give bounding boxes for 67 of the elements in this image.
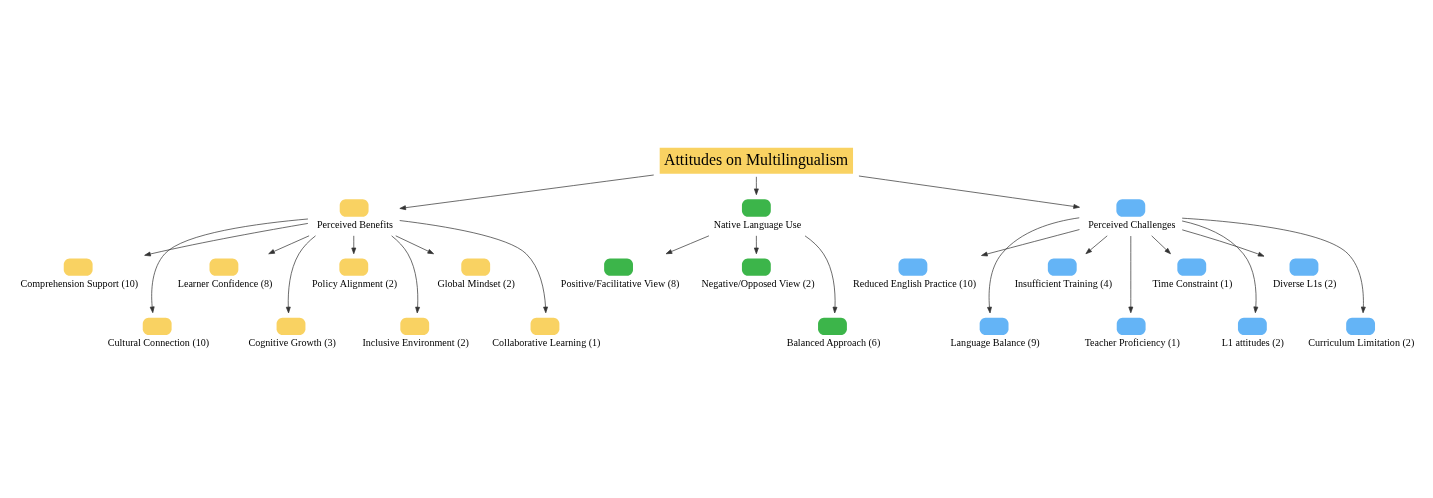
node-box — [1047, 258, 1077, 276]
node-box — [1289, 258, 1319, 276]
arrow — [804, 235, 838, 313]
arrow — [754, 175, 759, 195]
node-box — [604, 258, 633, 276]
arrow — [391, 235, 420, 313]
node-box — [461, 258, 491, 276]
node-label: Time Constraint (1) — [1152, 277, 1233, 289]
arrow — [1181, 220, 1259, 313]
arrow — [1128, 235, 1134, 313]
node-label: L1 attitudes (2) — [1221, 336, 1284, 348]
node-box — [209, 258, 239, 276]
node-label: Diverse L1s (2) — [1272, 277, 1337, 289]
arrow — [1085, 234, 1108, 254]
arrow — [754, 234, 759, 254]
node-label: Insufficient Training (4) — [1014, 277, 1113, 289]
node-label: Cultural Connection (10) — [107, 336, 210, 348]
node-label: Comprehension Support (10) — [20, 277, 139, 289]
arrow — [1151, 234, 1171, 254]
node-box — [339, 198, 369, 217]
node-label: Perceived Benefits — [316, 218, 393, 230]
arrow — [1181, 228, 1265, 257]
arrow — [285, 235, 316, 313]
arrow — [987, 216, 1080, 313]
node-box — [818, 317, 847, 335]
node-label: Teacher Proficiency (1) — [1084, 336, 1180, 348]
arrow — [399, 174, 655, 210]
node-box — [530, 317, 560, 335]
node-box — [339, 258, 369, 276]
arrow — [351, 234, 357, 254]
arrow — [268, 234, 310, 254]
node-box — [741, 258, 771, 276]
node-box — [142, 317, 172, 335]
node-box — [1346, 317, 1376, 335]
node-box — [1237, 317, 1267, 335]
node-label: Perceived Challenges — [1088, 218, 1176, 230]
node-label: Global Mindset (2) — [437, 277, 515, 289]
arrow — [1181, 217, 1366, 313]
node-box — [400, 317, 430, 335]
node-box — [63, 258, 93, 276]
node-label: Learner Confidence (8) — [177, 277, 273, 289]
node-label: Language Balance (9) — [950, 336, 1040, 348]
arrow — [858, 175, 1080, 209]
node-label: Native Language Use — [713, 218, 802, 230]
node-box — [979, 317, 1009, 335]
node-label: Collaborative Learning (1) — [492, 336, 601, 348]
node-label: Balanced Approach (6) — [786, 336, 881, 348]
node-label: Reduced English Practice (10) — [853, 277, 977, 289]
node-label: Curriculum Limitation (2) — [1308, 336, 1415, 348]
arrow — [144, 222, 309, 256]
node-label: Cognitive Growth (3) — [248, 336, 336, 348]
arrow — [399, 219, 548, 313]
arrow — [665, 234, 710, 254]
node-label: Policy Alignment (2) — [311, 277, 398, 289]
node-label: Inclusive Environment (2) — [362, 336, 469, 348]
node-box: Attitudes on Multilingualism — [659, 147, 854, 174]
node-box — [1177, 258, 1207, 276]
node-box — [1116, 198, 1146, 217]
arrow — [981, 228, 1080, 256]
arrow — [149, 218, 309, 313]
node-label: Positive/Facilitative View (8) — [560, 277, 680, 289]
node-box — [1116, 317, 1146, 335]
node-box — [898, 258, 928, 276]
arrow — [395, 234, 435, 254]
node-box — [741, 198, 771, 217]
node-box — [276, 317, 306, 335]
node-label: Negative/Opposed View (2) — [701, 277, 815, 289]
